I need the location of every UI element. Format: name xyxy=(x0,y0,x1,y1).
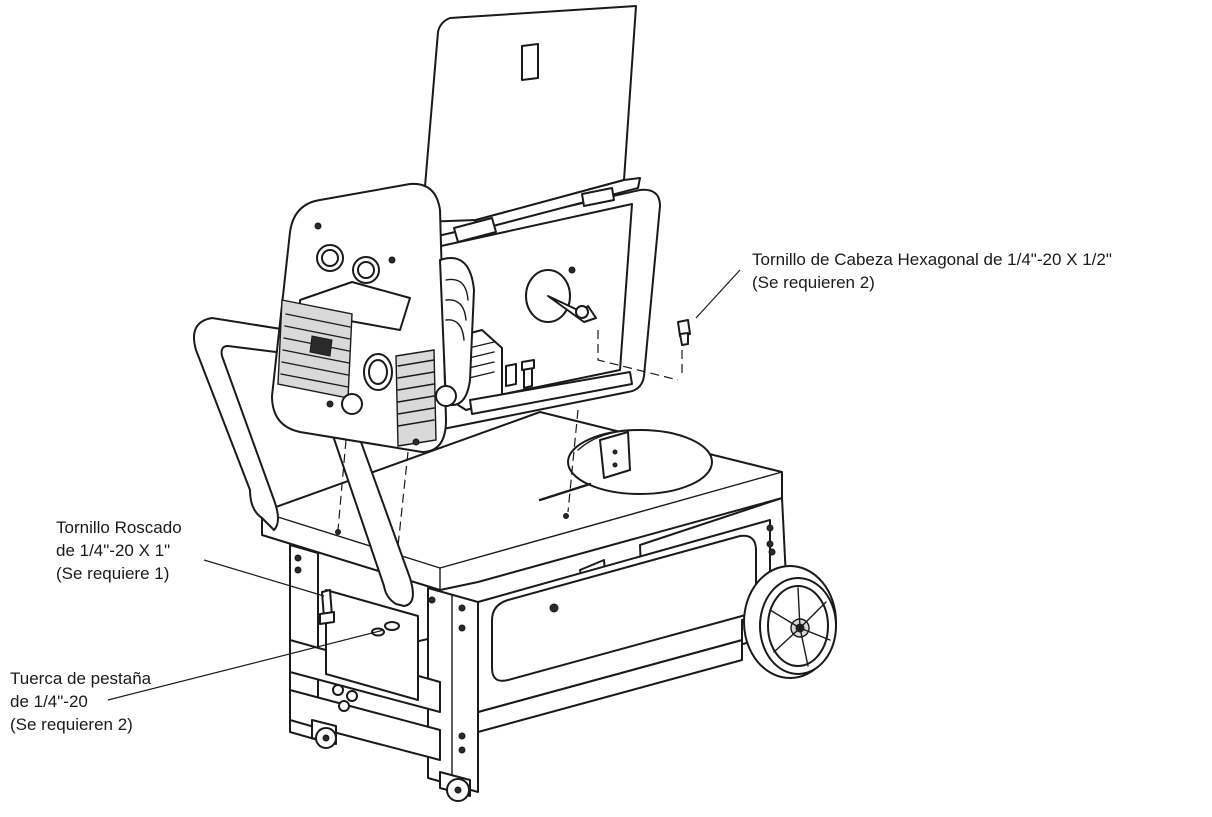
flange-nut-callout: Tuerca de pestaña de 1/4"-20 (Se requier… xyxy=(10,667,151,736)
welder-unit xyxy=(271,5,661,453)
front-gauge xyxy=(363,353,393,391)
gun-cable-connector xyxy=(341,257,475,415)
rear-wheel xyxy=(743,565,837,679)
leader-hex-bolt xyxy=(695,269,741,319)
leader-threaded-screw xyxy=(203,559,325,597)
hex-bolt-callout: Tornillo de Cabeza Hexagonal de 1/4"-20 … xyxy=(752,248,1112,294)
front-middle-caster xyxy=(439,771,471,802)
flange-nut-quantity: (Se requieren 2) xyxy=(10,715,133,734)
side-vent-louvers xyxy=(395,349,437,447)
hinge-left xyxy=(453,217,497,243)
brand-logo xyxy=(309,335,333,357)
threaded-screw-hardware xyxy=(319,589,335,625)
wire-speed-knob xyxy=(352,256,380,284)
alignment-lines xyxy=(337,330,683,547)
side-panel-door xyxy=(421,5,637,223)
hex-bolt-hardware xyxy=(677,319,691,346)
wire-spool-hub xyxy=(525,269,597,323)
threaded-screw-title: Tornillo Roscado xyxy=(56,518,182,537)
threaded-screw-size: de 1/4"-20 X 1" xyxy=(56,541,171,560)
front-panel-cutout xyxy=(325,589,419,701)
flange-nut-hardware xyxy=(371,621,400,637)
compartment-bolt xyxy=(521,359,535,389)
hinge-right xyxy=(581,187,615,207)
hex-bolt-quantity: (Se requieren 2) xyxy=(752,273,875,292)
threaded-screw-quantity: (Se requiere 1) xyxy=(56,564,170,583)
voltage-knob xyxy=(316,244,344,272)
flange-nut-title: Tuerca de pestaña xyxy=(10,669,152,688)
cart-handle xyxy=(193,317,414,607)
door-latch xyxy=(521,43,539,81)
leader-flange-nut xyxy=(107,629,385,701)
threaded-screw-callout: Tornillo Roscado de 1/4"-20 X 1" (Se req… xyxy=(56,516,182,585)
flange-nut-size: de 1/4"-20 xyxy=(10,692,88,711)
front-left-caster xyxy=(311,719,337,749)
hex-bolt-title: Tornillo de Cabeza Hexagonal de 1/4"-20 … xyxy=(752,250,1112,269)
